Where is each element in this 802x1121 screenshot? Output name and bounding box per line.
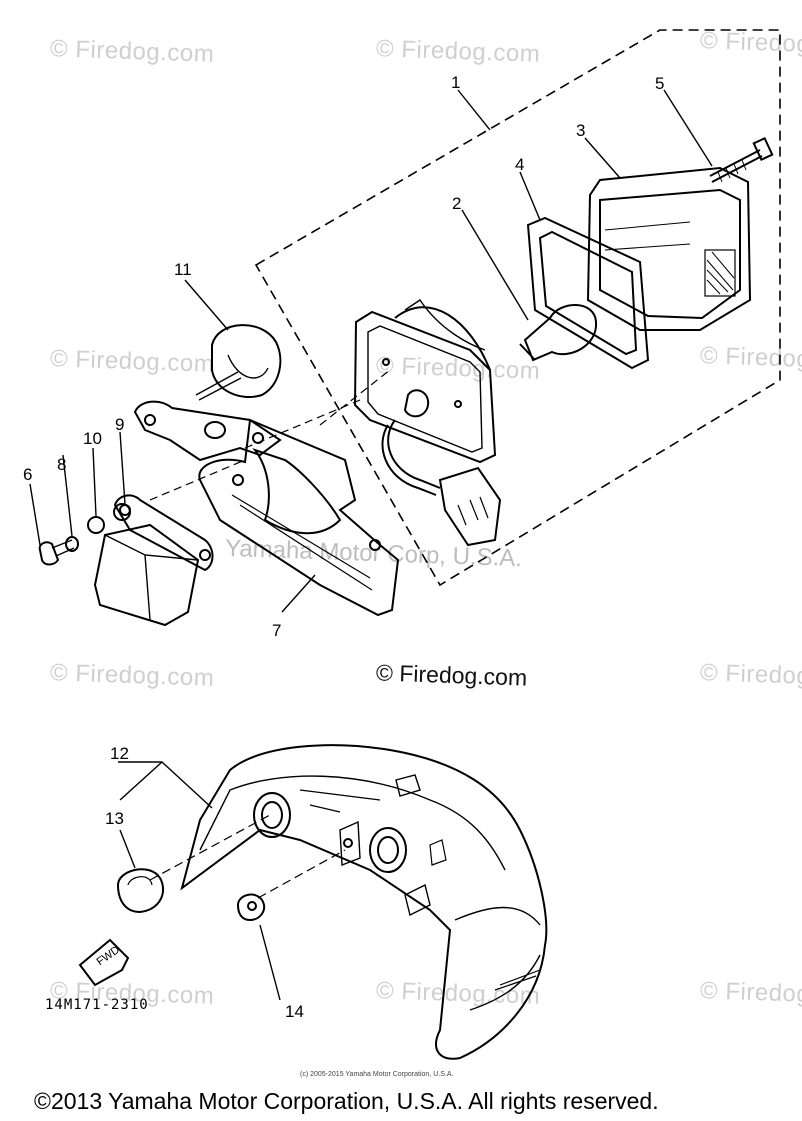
lens-housing bbox=[586, 166, 752, 331]
nut-14 bbox=[236, 893, 266, 922]
nut bbox=[87, 516, 105, 534]
callout-10: 10 bbox=[83, 429, 102, 448]
base-plate bbox=[353, 310, 497, 464]
washer bbox=[65, 536, 79, 552]
gasket bbox=[526, 216, 650, 370]
firedog-mark: © Firedog.com bbox=[375, 659, 528, 691]
small-copyright: (c) 2005-2015 Yamaha Motor Corporation, … bbox=[300, 1071, 454, 1078]
callout-5: 5 bbox=[655, 74, 665, 93]
screw bbox=[709, 149, 763, 183]
callout-8: 8 bbox=[57, 455, 67, 474]
connector bbox=[438, 466, 502, 547]
tail-housing bbox=[180, 744, 548, 1060]
callout-7: 7 bbox=[272, 621, 282, 640]
callout-4: 4 bbox=[515, 155, 525, 174]
callout-14: 14 bbox=[285, 1002, 304, 1021]
callout-13: 13 bbox=[105, 809, 124, 828]
part-code: 14M171-2310 bbox=[45, 997, 149, 1013]
grommet bbox=[211, 324, 282, 398]
license-bracket bbox=[198, 418, 400, 617]
callout-9: 9 bbox=[115, 415, 125, 434]
bulb bbox=[523, 304, 598, 362]
callout-11: 11 bbox=[174, 260, 192, 279]
callout-6: 6 bbox=[23, 465, 33, 484]
callout-12: 12 bbox=[110, 744, 129, 763]
callout-1: 1 bbox=[451, 73, 461, 92]
grommet-13 bbox=[116, 868, 165, 914]
fwd-arrow bbox=[78, 938, 130, 987]
reflector bbox=[93, 523, 200, 627]
bracket bbox=[133, 400, 282, 462]
callout-2: 2 bbox=[452, 194, 462, 213]
assembly-boundary bbox=[254, 29, 781, 587]
bolt bbox=[38, 541, 60, 566]
footer-copyright: ©2013 Yamaha Motor Corporation, U.S.A. A… bbox=[34, 1088, 659, 1114]
callout-3: 3 bbox=[576, 121, 586, 140]
